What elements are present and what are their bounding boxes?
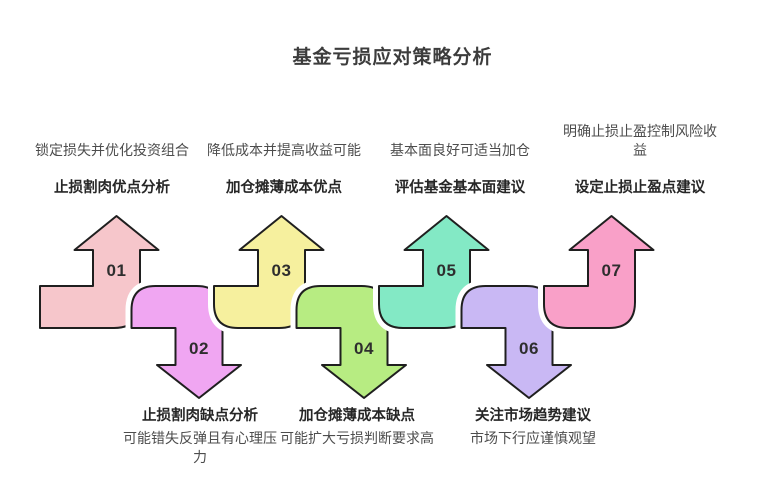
page-title: 基金亏损应对策略分析	[292, 47, 493, 68]
step-number-07: 07	[601, 261, 622, 280]
step-number-01: 01	[106, 261, 127, 280]
arrow-shape-07-up	[543, 215, 655, 329]
step-number-06: 06	[519, 339, 539, 358]
step-02-title: 止损割肉缺点分析	[142, 408, 258, 424]
step-06-title: 关注市场趋势建议	[475, 408, 591, 424]
step-03-title: 加仓摊薄成本优点	[226, 180, 342, 196]
step-07-description: 明确止损止盈控制风险收益	[563, 123, 717, 158]
step-number-03: 03	[271, 261, 292, 280]
step-07-title: 设定止损止盈点建议	[574, 180, 706, 196]
step-04-description: 可能扩大亏损判断要求高	[280, 430, 434, 446]
step-number-04: 04	[354, 339, 374, 358]
step-05-title: 评估基金基本面建议	[394, 180, 526, 196]
step-number-05: 05	[436, 261, 457, 280]
step-01-title: 止损割肉优点分析	[54, 180, 170, 196]
step-05-description: 基本面良好可适当加仓	[390, 142, 530, 158]
step-01-description: 锁定损失并优化投资组合	[35, 142, 189, 158]
step-04-title: 加仓摊薄成本缺点	[299, 408, 415, 424]
step-number-02: 02	[189, 339, 209, 358]
step-03-description: 降低成本并提高收益可能	[207, 142, 361, 158]
step-02-description: 可能错失反弹且有心理压力	[123, 430, 277, 465]
step-06-description: 市场下行应谨慎观望	[470, 430, 596, 446]
